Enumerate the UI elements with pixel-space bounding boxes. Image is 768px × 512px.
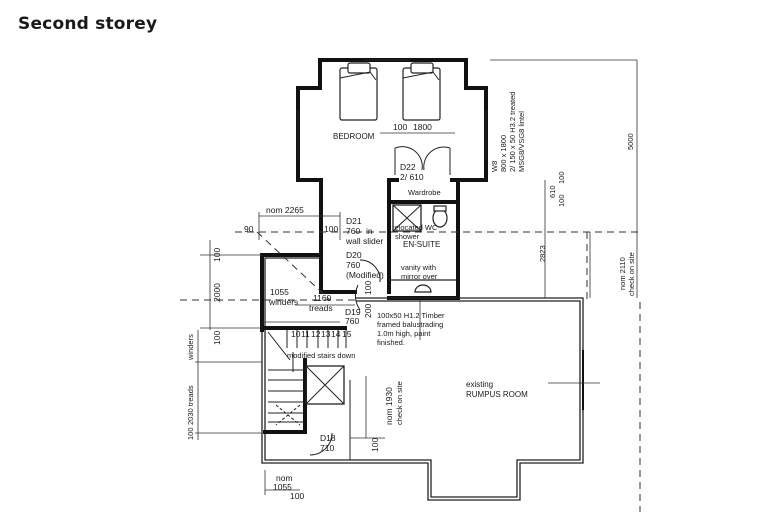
room-label-rumpus-line2: RUMPUS ROOM (466, 390, 528, 399)
fixture-vanity-line2: mirror over (401, 272, 438, 281)
dim-right-5000: 5000 (626, 133, 635, 150)
door-d18-id: D18 (320, 433, 336, 443)
stairs (267, 330, 351, 460)
window-w8-id: W8 (490, 161, 499, 172)
dimension-lines (195, 59, 638, 495)
dim-bottom-1055: 1055 (273, 482, 292, 492)
dim-top-1800: 1800 (413, 122, 432, 132)
dashed-reference-lines (180, 231, 641, 512)
dim-right-100a: 100 (557, 194, 566, 207)
tread-number: 12 (311, 329, 321, 339)
fixture-vanity-line1: vanity with (401, 263, 436, 272)
dim-nom-1930: nom 1930 (384, 387, 394, 425)
dim-right-610: 610 (548, 185, 557, 198)
balustrade-note-line4: finished. (377, 338, 405, 347)
dim-rumpus-100: 100 (370, 438, 380, 452)
door-d18-size: 710 (320, 443, 334, 453)
fixture-shower: shower (395, 232, 420, 241)
door-d22-id: D22 (400, 162, 416, 172)
dim-100-mid: 100 (324, 224, 338, 234)
ensuite (387, 204, 460, 300)
dim-check-on-site-a: check on site (627, 252, 636, 296)
dim-left-2000: 2000 (212, 283, 222, 302)
dim-check-on-site-b: check on site (395, 381, 404, 425)
dim-bottom-nom: nom (276, 473, 293, 483)
tread-numbers: 10 11 12 13 14 15 (291, 329, 352, 339)
tread-number: 11 (301, 329, 310, 339)
dim-nom-2110: nom 2110 (618, 257, 627, 290)
window-w8-size: 800 x 1800 (499, 135, 508, 172)
basin-icon (414, 284, 432, 293)
stairs-treads-dim: 1160 (313, 293, 332, 303)
stair-walls (260, 253, 347, 434)
window-w8-lintel1: 2/ 150 x 50 H3.2 treated (508, 92, 517, 172)
dim-left-100-mid: 100 (212, 331, 222, 345)
dim-bottom-100: 100 (290, 491, 304, 501)
rumpus-walls (261, 254, 600, 501)
room-label-bedroom: BEDROOM (333, 132, 375, 141)
dim-right-2823: 2823 (538, 245, 547, 262)
balustrade-note-line1: 100x50 H1.2 Timber (377, 311, 445, 320)
dim-right-100b: 100 (557, 171, 566, 184)
door-d22-size: 2/ 610 (400, 172, 424, 182)
door-d21-size: 760 (346, 226, 360, 236)
tread-number: 13 (321, 329, 331, 339)
door-d21-note1: in (366, 226, 373, 236)
tread-number: 14 (331, 329, 341, 339)
bed-left (339, 62, 378, 121)
dim-90: 90 (244, 224, 254, 234)
door-d20-size: 760 (346, 260, 360, 270)
dim-left-winders: winders (186, 334, 195, 361)
dim-left-2030-treads: 2030 treads (186, 385, 195, 425)
stairs-winders-text: winders (268, 297, 298, 307)
balustrade-note-line2: framed balustrading (377, 320, 443, 329)
tread-number: 10 (291, 329, 301, 339)
door-d21-note2: wall slider (345, 236, 383, 246)
room-label-rumpus-line1: existing (466, 380, 493, 389)
page-title: Second storey (18, 14, 158, 34)
dim-door-200: 200 (363, 304, 373, 318)
dim-left-100-top: 100 (212, 248, 222, 262)
bed-right (402, 62, 441, 121)
window-w8-lintel2: MSG8/VSG8 lintel (517, 111, 526, 172)
fixture-relocated-wc: relocated WC (392, 223, 438, 232)
room-label-wardrobe: Wardrobe (408, 188, 441, 197)
dim-door-100: 100 (363, 281, 373, 295)
door-d19-size: 760 (345, 316, 359, 326)
balustrade-note-line3: 1.0m high, paint (377, 329, 431, 338)
dim-top-100: 100 (393, 122, 407, 132)
door-swings (309, 259, 381, 456)
dim-left-100-bottom: 100 (186, 427, 195, 440)
wardrobe (387, 146, 460, 300)
door-d20-note: (Modified) (346, 270, 384, 280)
stairs-note: modified stairs down (287, 351, 355, 360)
stairs-winders-dim: 1055 (270, 287, 289, 297)
stairs-treads-text: treads (309, 303, 333, 313)
door-d20-id: D20 (346, 250, 362, 260)
room-label-ensuite: EN-SUITE (403, 240, 440, 249)
dim-nom-2265: nom 2265 (266, 205, 304, 215)
tread-number: 15 (342, 329, 352, 339)
door-d19-id: D19 (345, 307, 361, 317)
door-d21-id: D21 (346, 216, 362, 226)
